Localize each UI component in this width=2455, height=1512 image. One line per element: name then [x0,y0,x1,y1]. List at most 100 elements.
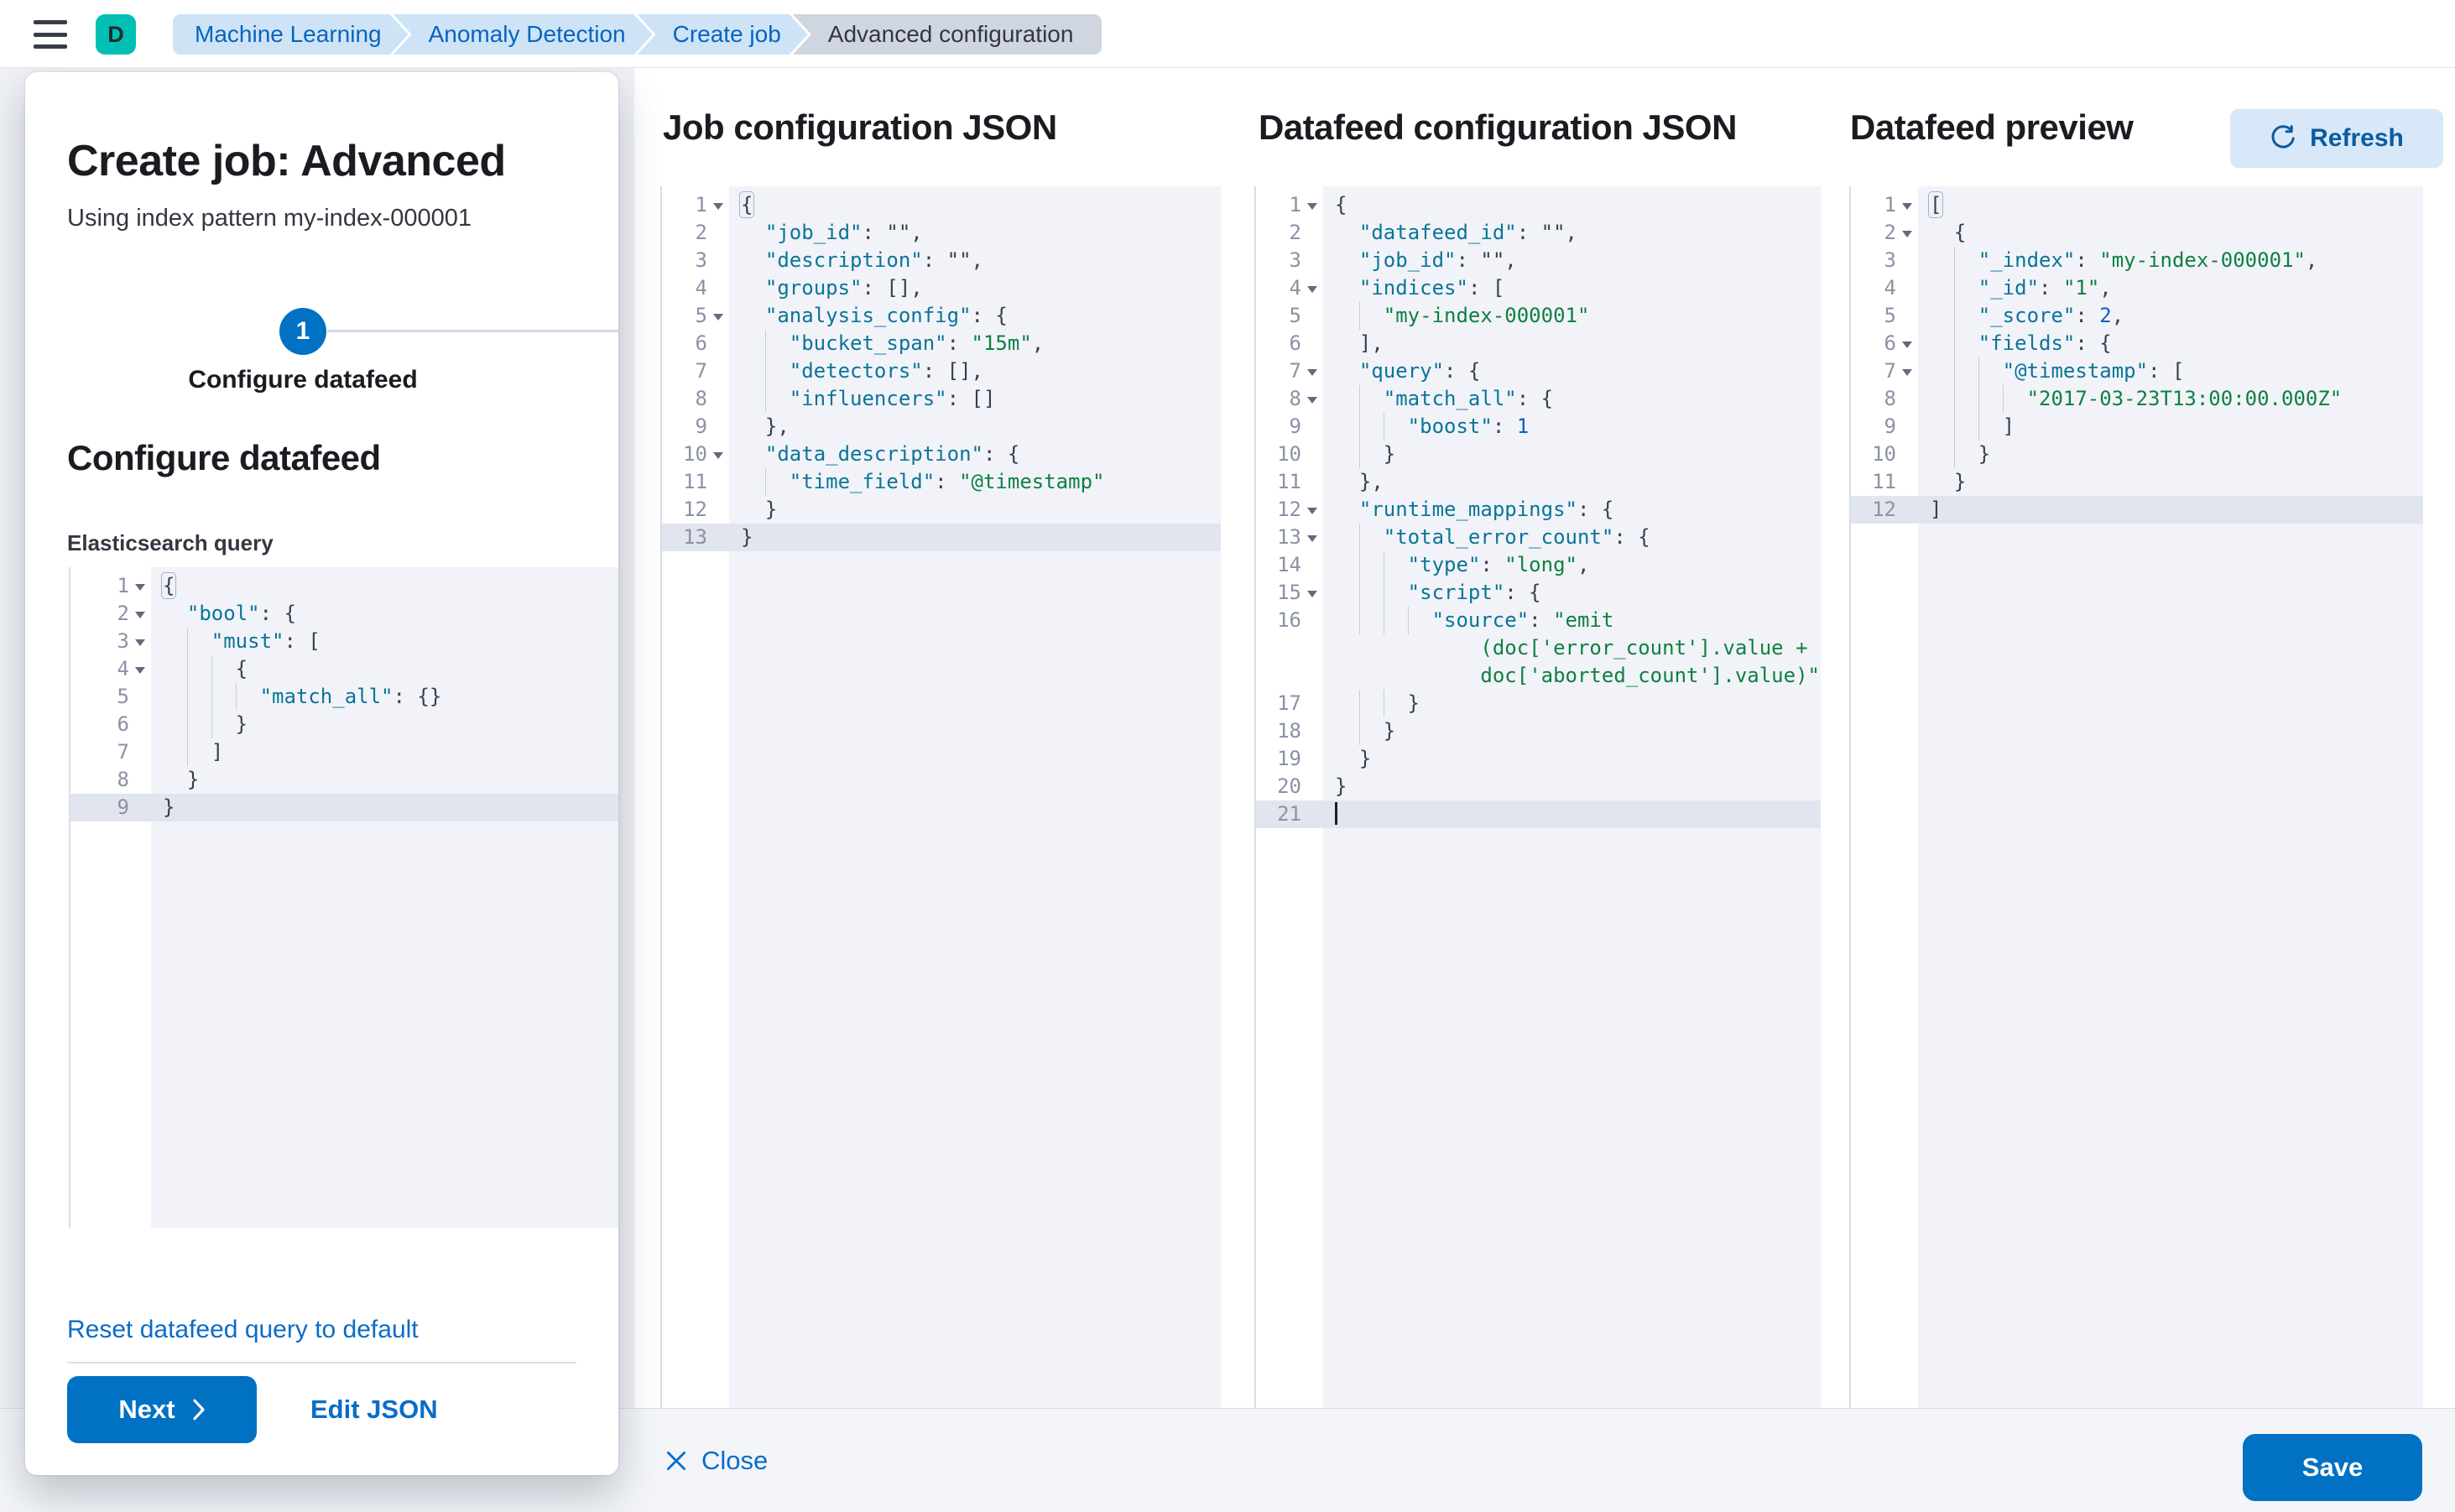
code-line[interactable]: 9] [1851,413,2423,441]
code-line[interactable]: 11} [1851,468,2423,496]
fold-toggle-icon[interactable] [1301,191,1323,219]
code-line[interactable]: 5"_score": 2, [1851,302,2423,330]
datafeed-config-json-editor[interactable]: 1{2"datafeed_id": "",3"job_id": "",4"ind… [1254,186,1821,1408]
space-avatar[interactable]: D [96,14,136,55]
fold-toggle-icon[interactable] [129,655,151,683]
fold-toggle-icon[interactable] [1301,524,1323,551]
code-line[interactable]: 17} [1256,690,1821,717]
code-line[interactable]: 6} [70,711,618,738]
line-number-gutter: 2 [1851,219,1918,247]
code-line[interactable]: 4{ [70,655,618,683]
code-line[interactable]: 11}, [1256,468,1821,496]
code-line[interactable]: (doc['error_count'].value + [1256,634,1821,662]
code-line[interactable]: 3"job_id": "", [1256,247,1821,274]
code-line[interactable]: 1[ [1851,191,2423,219]
code-line[interactable]: 2"datafeed_id": "", [1256,219,1821,247]
line-number-gutter: 1 [662,191,729,219]
code-line[interactable]: 3"must": [ [70,628,618,655]
code-line[interactable]: 6"bucket_span": "15m", [662,330,1221,357]
code-line[interactable]: 5"my-index-000001" [1256,302,1821,330]
code-line[interactable]: 20} [1256,773,1821,800]
fold-toggle-icon[interactable] [1301,274,1323,302]
code-line[interactable]: 8"match_all": { [1256,385,1821,413]
code-line[interactable]: 10"data_description": { [662,441,1221,468]
job-config-json-editor[interactable]: 1{2"job_id": "",3"description": "",4"gro… [660,186,1221,1408]
fold-toggle-icon[interactable] [129,572,151,600]
code-line[interactable]: 11"time_field": "@timestamp" [662,468,1221,496]
save-button[interactable]: Save [2243,1434,2422,1501]
close-button[interactable]: Close [665,1409,768,1512]
code-line[interactable]: 12] [1851,496,2423,524]
next-button[interactable]: Next [67,1376,257,1443]
code-line[interactable]: 19} [1256,745,1821,773]
line-number-gutter: 1 [1851,191,1918,219]
reset-datafeed-query-link[interactable]: Reset datafeed query to default [67,1316,419,1343]
code-line[interactable]: 2"job_id": "", [662,219,1221,247]
fold-toggle-icon[interactable] [707,191,729,219]
code-line[interactable]: 7] [70,738,618,766]
fold-toggle-icon[interactable] [707,441,729,468]
line-number-gutter: 13 [1256,524,1323,551]
fold-toggle-icon[interactable] [1896,357,1918,385]
code-line[interactable]: 15"script": { [1256,579,1821,607]
fold-toggle-icon[interactable] [1301,357,1323,385]
breadcrumb-item-machine-learning[interactable]: Machine Learning [173,14,409,55]
step-1-indicator[interactable]: 1 [279,308,326,355]
code-line[interactable]: 12} [662,496,1221,524]
code-line[interactable]: 1{ [70,572,618,600]
code-line[interactable]: 4"indices": [ [1256,274,1821,302]
code-line[interactable]: 10} [1256,441,1821,468]
fold-toggle-icon[interactable] [707,302,729,330]
code-line[interactable]: 2{ [1851,219,2423,247]
code-line[interactable]: 1{ [662,191,1221,219]
code-line[interactable]: 5"analysis_config": { [662,302,1221,330]
fold-toggle-icon[interactable] [129,628,151,655]
code-line[interactable]: 21 [1256,800,1821,828]
datafeed-preview-json-editor[interactable]: 1[2{3"_index": "my-index-000001",4"_id":… [1849,186,2423,1408]
code-line[interactable]: 7"detectors": [], [662,357,1221,385]
code-line[interactable]: 14"type": "long", [1256,551,1821,579]
code-line[interactable]: 3"description": "", [662,247,1221,274]
code-line[interactable]: 9"boost": 1 [1256,413,1821,441]
breadcrumb-item-anomaly-detection[interactable]: Anomaly Detection [394,14,653,55]
fold-toggle-icon[interactable] [129,600,151,628]
code-line[interactable]: 2"bool": { [70,600,618,628]
code-line[interactable]: 9} [70,794,618,821]
code-line[interactable]: 5"match_all": {} [70,683,618,711]
code-line[interactable]: 3"_index": "my-index-000001", [1851,247,2423,274]
index-pattern-subtitle: Using index pattern my-index-000001 [67,205,472,232]
elasticsearch-query-editor[interactable]: 1{2"bool": {3"must": [4{5"match_all": {}… [69,567,618,1228]
code-line[interactable]: 16"source": "emit [1256,607,1821,634]
code-line[interactable]: 18} [1256,717,1821,745]
code-line[interactable]: 4"groups": [], [662,274,1221,302]
fold-toggle-icon[interactable] [1301,496,1323,524]
code-line[interactable]: doc['aborted_count'].value)" [1256,662,1821,690]
code-line[interactable]: 6"fields": { [1851,330,2423,357]
code-line[interactable]: 7"query": { [1256,357,1821,385]
fold-toggle-icon[interactable] [1896,330,1918,357]
datafeed-config-title: Datafeed configuration JSON [1259,107,1737,147]
fold-toggle-icon[interactable] [1301,385,1323,413]
line-number-gutter: 6 [1289,331,1301,355]
fold-toggle-icon[interactable] [1896,219,1918,247]
code-line[interactable]: 13"total_error_count": { [1256,524,1821,551]
code-line[interactable]: 8"2017-03-23T13:00:00.000Z" [1851,385,2423,413]
menu-hamburger-icon[interactable] [34,20,67,49]
fold-toggle-icon[interactable] [1896,191,1918,219]
code-line[interactable]: 6], [1256,330,1821,357]
breadcrumb-item-create-job[interactable]: Create job [638,14,808,55]
code-line[interactable]: 9}, [662,413,1221,441]
refresh-button[interactable]: Refresh [2230,109,2443,168]
code-line[interactable]: 13} [662,524,1221,551]
code-line[interactable]: 8} [70,766,618,794]
fold-toggle-icon[interactable] [1301,579,1323,607]
code-line[interactable]: 4"_id": "1", [1851,274,2423,302]
edit-json-link[interactable]: Edit JSON [310,1395,438,1424]
code-line[interactable]: 1{ [1256,191,1821,219]
code-line[interactable]: 8"influencers": [] [662,385,1221,413]
code-line[interactable]: 12"runtime_mappings": { [1256,496,1821,524]
line-number-gutter: 7 [1256,357,1323,385]
code-line[interactable]: 7"@timestamp": [ [1851,357,2423,385]
code-line[interactable]: 10} [1851,441,2423,468]
